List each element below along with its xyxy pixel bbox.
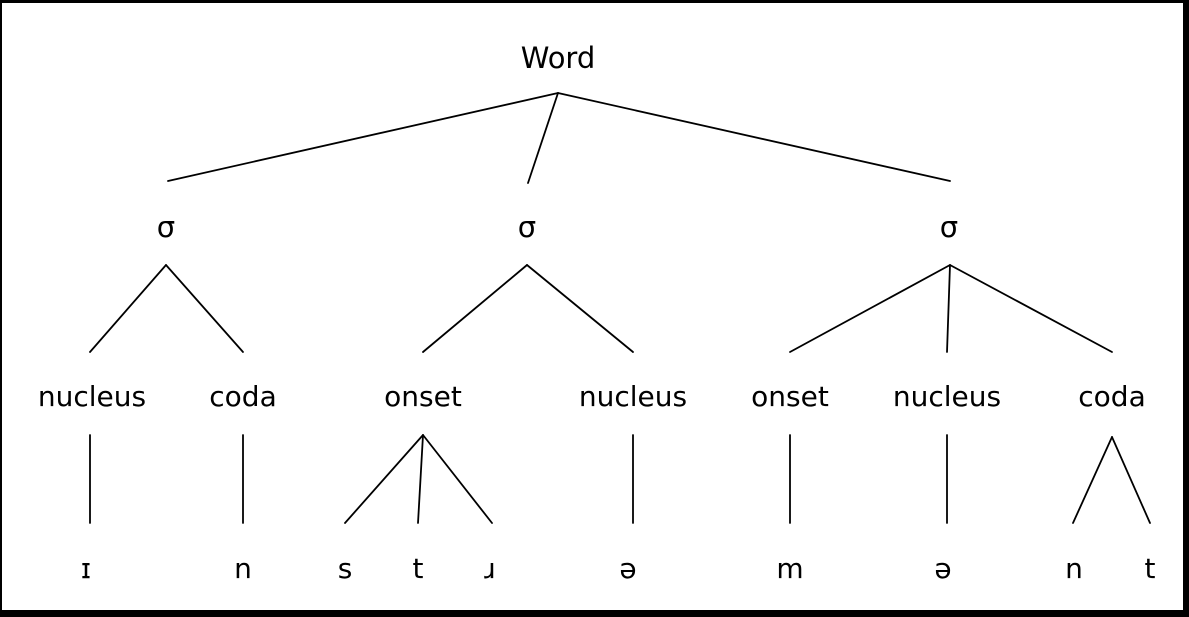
tree-edge-onset2-t: [417, 434, 424, 524]
tree-edge-syll2-nucleus: [526, 264, 634, 353]
phoneme-7-m: m: [776, 552, 803, 585]
phoneme-8-schwa: ə: [934, 552, 951, 585]
tree-edge-onset2-r: [422, 434, 493, 524]
phoneme-10-t: t: [1145, 552, 1156, 585]
phoneme-3-s: s: [338, 552, 353, 585]
tree-edge-syll1-nucleus: [89, 264, 167, 353]
syllable-3-nucleus-label: nucleus: [893, 380, 1001, 413]
tree-edge-word-syll1: [167, 92, 559, 182]
phoneme-5-r: ɹ: [484, 552, 496, 585]
canvas-background: [2, 3, 1183, 610]
phoneme-1-i: ɪ: [81, 552, 91, 585]
tree-edge-syll3-coda: [949, 264, 1113, 353]
syllable-1-coda-label: coda: [209, 380, 276, 413]
phoneme-2-n: n: [234, 552, 252, 585]
tree-edge-word-syll3: [557, 92, 951, 182]
phoneme-4-t: t: [413, 552, 424, 585]
tree-edge-syll1-coda: [165, 264, 244, 353]
syllable-1-label: σ: [157, 210, 175, 244]
syllable-2-onset-label: onset: [384, 380, 462, 413]
syllable-3-onset-label: onset: [751, 380, 829, 413]
phoneme-6-schwa: ə: [619, 552, 636, 585]
tree-edge-syll3-nucleus: [946, 264, 951, 353]
syllable-1-nucleus-label: nucleus: [38, 380, 146, 413]
tree-edge-coda3-t: [1111, 436, 1151, 524]
root-label: Word: [521, 41, 596, 75]
syllable-2-label: σ: [518, 210, 536, 244]
syllable-2-nucleus-label: nucleus: [579, 380, 687, 413]
phoneme-9-n: n: [1065, 552, 1083, 585]
syllable-3-coda-label: coda: [1078, 380, 1145, 413]
syllable-3-label: σ: [940, 210, 958, 244]
tree-edge-syll2-onset: [422, 264, 528, 353]
tree-edge-coda3-n: [1072, 436, 1113, 524]
tree-edge-onset2-s: [344, 434, 424, 524]
tree-edge-syll3-onset: [789, 264, 951, 353]
tree-edge-word-syll2: [527, 92, 559, 184]
